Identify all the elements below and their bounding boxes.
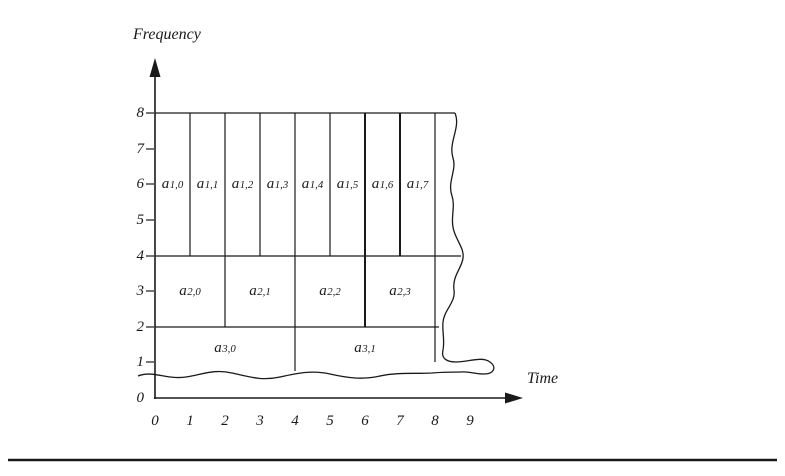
y-tick-7: 7 <box>136 141 145 157</box>
x-tick-2: 2 <box>221 413 229 429</box>
y-tick-3: 3 <box>136 283 145 299</box>
tile-label-base: a <box>161 176 170 192</box>
wavy-bottom-edge <box>137 370 462 380</box>
x-axis-arrowhead-icon <box>505 392 523 404</box>
tile-label-base: a <box>336 176 345 192</box>
y-tick-5: 5 <box>136 212 145 228</box>
tile-label-base: a <box>319 283 327 299</box>
y-axis-tick-marks <box>146 112 154 363</box>
tile-label-base: a <box>231 176 240 192</box>
x-tick-1: 1 <box>186 413 194 429</box>
x-axis-title: Time <box>527 370 559 387</box>
tile-label-base: a <box>354 340 362 356</box>
tile-label-base: a <box>371 176 380 192</box>
tile-label-base: a <box>214 340 222 356</box>
tile-label-base: a <box>196 176 205 192</box>
tile-label-base: a <box>406 176 415 192</box>
tile-label-base: a <box>179 283 187 299</box>
x-tick-9: 9 <box>466 413 474 429</box>
tile-label-base: a <box>389 283 397 299</box>
x-tick-7: 7 <box>396 413 404 429</box>
tile-label-base: a <box>249 283 257 299</box>
y-tick-6: 6 <box>136 176 145 192</box>
x-tick-4: 4 <box>291 413 299 429</box>
x-tick-6: 6 <box>361 413 369 429</box>
y-tick-8: 8 <box>136 105 145 121</box>
y-axis-arrowhead-icon <box>149 58 161 77</box>
x-tick-0: 0 <box>151 413 159 429</box>
grid-vertical-lines <box>189 113 436 371</box>
y-tick-4: 4 <box>136 248 145 264</box>
y-axis-title: Frequency <box>133 26 201 43</box>
x-tick-8: 8 <box>431 413 439 429</box>
y-tick-1: 1 <box>136 354 145 370</box>
y-tick-0: 0 <box>136 390 145 406</box>
x-tick-3: 3 <box>256 413 264 429</box>
y-tick-2: 2 <box>136 319 145 335</box>
tile-label-base: a <box>301 176 310 192</box>
x-tick-5: 5 <box>326 413 334 429</box>
wavy-right-edge <box>441 112 495 375</box>
tile-label-base: a <box>266 176 275 192</box>
